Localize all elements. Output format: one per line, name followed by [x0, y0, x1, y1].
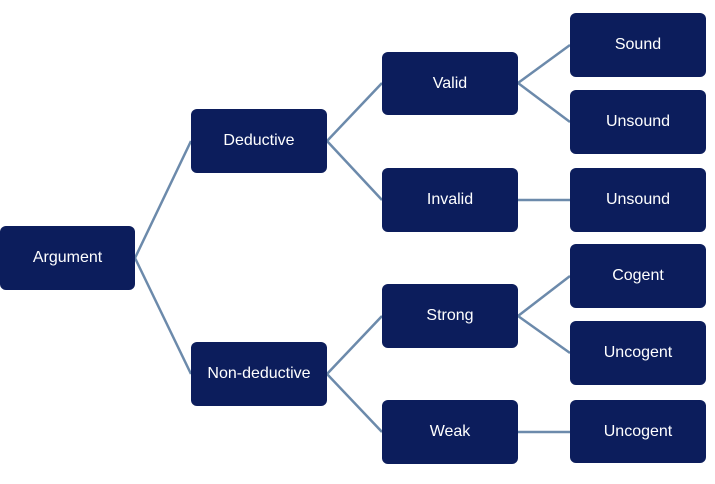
edge-valid-sound: [517, 43, 571, 85]
edge-valid-unsound: [517, 82, 571, 123]
edge-strong-cogent: [517, 275, 571, 317]
node-strong: Strong: [382, 284, 518, 348]
edge-strong-uncogent: [517, 314, 571, 355]
node-uncogent-weak: Uncogent: [570, 400, 706, 463]
node-weak: Weak: [382, 400, 518, 464]
node-valid: Valid: [382, 52, 518, 115]
node-unsound-valid: Unsound: [570, 90, 706, 154]
node-cogent: Cogent: [570, 244, 706, 308]
node-invalid: Invalid: [382, 168, 518, 232]
edge-non-deductive-strong: [326, 315, 383, 375]
edge-deductive-valid: [326, 82, 383, 142]
node-argument: Argument: [0, 226, 135, 290]
edge-non-deductive-weak: [326, 373, 383, 433]
node-unsound-invalid: Unsound: [570, 168, 706, 232]
node-uncogent-strong: Uncogent: [570, 321, 706, 385]
edge-deductive-invalid: [326, 140, 383, 201]
node-sound: Sound: [570, 13, 706, 77]
edge-argument-non-deductive: [133, 257, 193, 375]
edge-argument-deductive: [133, 140, 193, 259]
node-deductive: Deductive: [191, 109, 327, 173]
node-non-deductive: Non-deductive: [191, 342, 327, 406]
